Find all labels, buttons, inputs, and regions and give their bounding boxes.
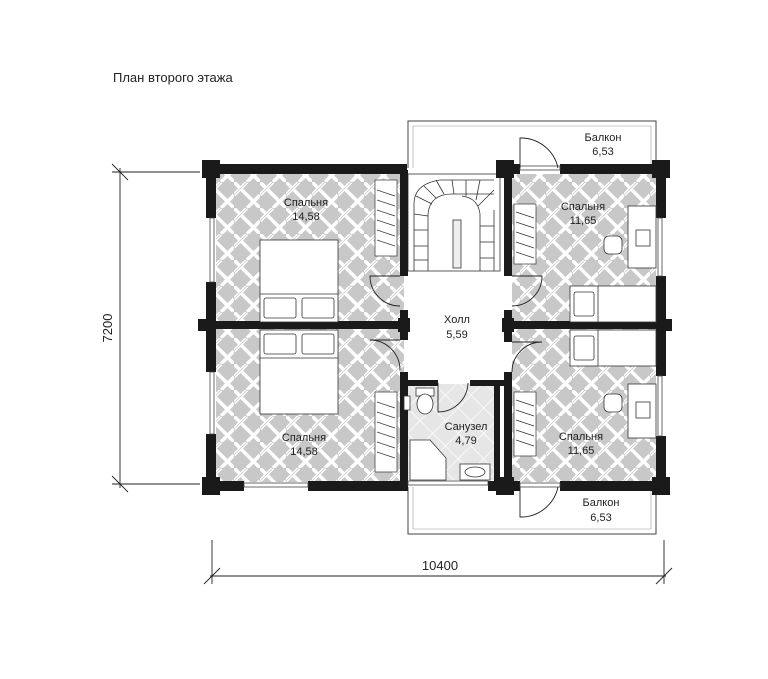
- dimension-height-label: 7200: [100, 314, 115, 343]
- room-name-bedroom-sw: Спальня: [282, 432, 326, 444]
- staircase: [407, 173, 501, 272]
- desks: [603, 205, 657, 439]
- room-area-bedroom-ne: 11,65: [570, 215, 597, 227]
- bathroom-fixtures: [403, 387, 491, 481]
- room-area-balcony-n: 6,53: [592, 146, 613, 158]
- windows: [209, 165, 663, 488]
- balcony-north: [407, 120, 657, 168]
- room-name-balcony-n: Балкон: [585, 132, 622, 144]
- dimension-vertical: [111, 163, 200, 493]
- dimension-horizontal: [203, 540, 673, 585]
- room-name-bedroom-se: Спальня: [559, 431, 603, 443]
- room-area-bedroom-sw: 14,58: [290, 446, 318, 458]
- doors: [369, 137, 559, 518]
- room-area-bedroom-nw: 14,58: [292, 211, 320, 223]
- room-name-bedroom-nw: Спальня: [284, 197, 328, 209]
- dimension-width-label: 10400: [422, 558, 458, 573]
- plan-title: План второго этажа: [113, 70, 233, 85]
- room-name-bathroom: Санузел: [445, 421, 488, 433]
- wardrobes: [374, 179, 537, 473]
- room-area-bedroom-se: 11,65: [568, 445, 595, 457]
- walls: [198, 160, 672, 495]
- balcony-south: [407, 487, 657, 535]
- room-area-bathroom: 4,79: [455, 435, 476, 447]
- room-name-hall: Холл: [444, 314, 470, 326]
- single-beds: [569, 285, 657, 367]
- room-name-balcony-s: Балкон: [583, 497, 620, 509]
- room-area-hall: 5,59: [446, 329, 467, 341]
- room-area-balcony-s: 6,53: [590, 512, 611, 524]
- room-labels: Спальня 14,58 Спальня 14,58 Спальня 11,6…: [282, 132, 622, 524]
- double-beds: [259, 239, 339, 415]
- room-name-bedroom-ne: Спальня: [561, 201, 605, 213]
